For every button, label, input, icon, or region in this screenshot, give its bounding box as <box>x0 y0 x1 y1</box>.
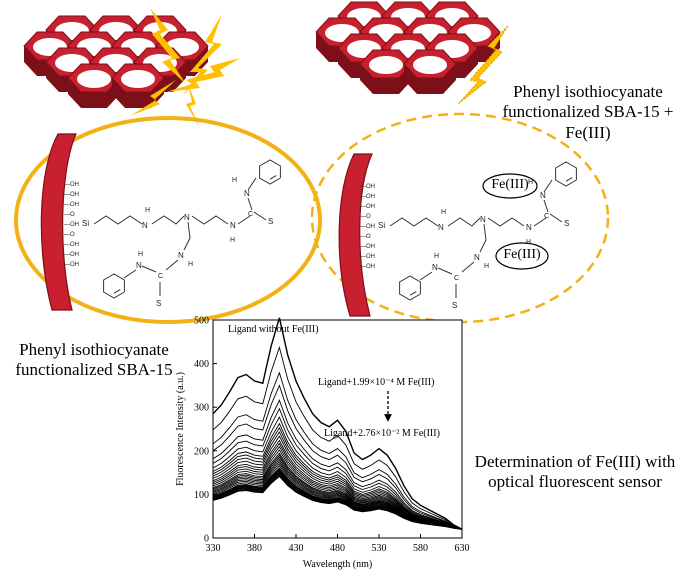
x-tick-label: 630 <box>455 543 470 554</box>
svg-text:Si: Si <box>378 221 385 230</box>
svg-text:H: H <box>441 209 446 216</box>
spectrum-series-line <box>212 345 463 530</box>
right-caption: Phenyl isothiocyanate functionalized SBA… <box>502 82 674 142</box>
svg-text:—OH: —OH <box>360 184 375 190</box>
spectrum-series-line <box>212 475 463 530</box>
x-tick-label: 580 <box>413 543 428 554</box>
left-lightning-icon <box>130 8 240 128</box>
svg-text:—O: —O <box>64 212 75 218</box>
svg-text:S: S <box>564 219 569 228</box>
svg-text:N: N <box>474 253 480 262</box>
svg-text:Si: Si <box>82 219 89 228</box>
spectrum-series-line <box>212 399 463 530</box>
svg-text:—OH: —OH <box>64 222 79 228</box>
spectrum-series-line <box>212 317 463 530</box>
x-tick-label: 530 <box>372 543 387 554</box>
svg-text:N: N <box>480 215 486 224</box>
y-tick-label: 200 <box>194 446 209 457</box>
svg-text:H: H <box>145 207 150 214</box>
svg-text:—OH: —OH <box>360 194 375 200</box>
spectrum-series-line <box>212 407 463 530</box>
svg-text:—O: —O <box>360 234 371 240</box>
svg-text:N: N <box>184 213 190 222</box>
svg-text:S: S <box>452 301 457 310</box>
svg-text:H: H <box>188 261 193 268</box>
svg-text:N: N <box>540 191 546 200</box>
svg-text:N: N <box>136 261 142 270</box>
svg-text:S: S <box>156 299 161 308</box>
svg-text:—O: —O <box>64 232 75 238</box>
spectrum-series-line <box>212 435 463 530</box>
chart-annotation: Ligand+2.76×10⁻² M Fe(III) <box>324 428 440 439</box>
svg-text:H: H <box>484 263 489 270</box>
svg-text:H: H <box>526 239 531 246</box>
spectrum-series-line <box>212 416 463 530</box>
x-tick-label: 330 <box>206 543 221 554</box>
fe-ion-circle-1 <box>482 173 538 199</box>
svg-text:N: N <box>438 223 444 232</box>
svg-text:—OH: —OH <box>360 264 375 270</box>
left-caption: Phenyl isothiocyanate functionalized SBA… <box>15 340 173 380</box>
y-tick-label: 100 <box>194 490 209 501</box>
svg-text:H: H <box>230 237 235 244</box>
svg-text:—OH: —OH <box>360 204 375 210</box>
svg-text:—OH: —OH <box>64 262 79 268</box>
left-ellipse-highlight <box>14 116 322 324</box>
svg-text:N: N <box>526 223 532 232</box>
svg-text:—OH: —OH <box>360 244 375 250</box>
svg-text:—OH: —OH <box>360 254 375 260</box>
svg-text:—OH: —OH <box>64 202 79 208</box>
y-axis-label: Fluorescence Intensity (a.u.) <box>175 372 186 486</box>
svg-text:—OH: —OH <box>64 182 79 188</box>
fe-ion-circle-2 <box>495 242 549 270</box>
x-axis-label: Wavelength (nm) <box>303 559 372 570</box>
svg-text:C: C <box>454 275 459 282</box>
svg-text:—OH: —OH <box>64 242 79 248</box>
spectrum-series-line <box>212 422 463 530</box>
svg-text:—OH: —OH <box>64 192 79 198</box>
fe-ion-label-2: Fe(III) <box>503 247 541 262</box>
svg-text:—OH: —OH <box>360 224 375 230</box>
svg-text:N: N <box>432 263 438 272</box>
chart-annotation: Ligand+1.99×10⁻⁴ M Fe(III) <box>318 377 434 388</box>
svg-text:H: H <box>528 179 533 186</box>
spectrum-series-line <box>212 384 463 530</box>
svg-text:—O: —O <box>360 214 371 220</box>
svg-text:H: H <box>232 177 237 184</box>
x-tick-label: 380 <box>247 543 262 554</box>
chart-annotation: Ligand without Fe(III) <box>228 324 319 335</box>
svg-text:N: N <box>142 221 148 230</box>
svg-text:H: H <box>434 253 439 260</box>
svg-text:C: C <box>158 273 163 280</box>
svg-text:S: S <box>268 217 273 226</box>
svg-text:C: C <box>248 211 253 218</box>
right-sba15-honeycomb <box>315 1 501 94</box>
fe-ion-label-1: Fe(III) <box>491 177 529 192</box>
spectrum-series-line <box>212 371 463 530</box>
svg-text:H: H <box>138 251 143 258</box>
spectrum-series-line <box>212 431 463 530</box>
svg-text:C: C <box>544 213 549 220</box>
right-lightning-icon <box>457 25 509 105</box>
svg-text:N: N <box>178 251 184 260</box>
x-tick-label: 430 <box>289 543 304 554</box>
svg-text:N: N <box>244 189 250 198</box>
svg-text:—OH: —OH <box>64 252 79 258</box>
y-tick-label: 500 <box>194 316 209 327</box>
y-tick-label: 400 <box>194 359 209 370</box>
y-tick-label: 0 <box>204 534 209 545</box>
y-tick-label: 300 <box>194 403 209 414</box>
determination-caption: Determination of Fe(III) with optical fl… <box>474 452 676 492</box>
left-sba15-honeycomb <box>23 15 209 108</box>
svg-text:N: N <box>230 221 236 230</box>
x-tick-label: 480 <box>330 543 345 554</box>
fluorescence-chart: 330 380 430 480 530 580 630 0 100 200 300 400 500Wav… <box>175 316 470 571</box>
